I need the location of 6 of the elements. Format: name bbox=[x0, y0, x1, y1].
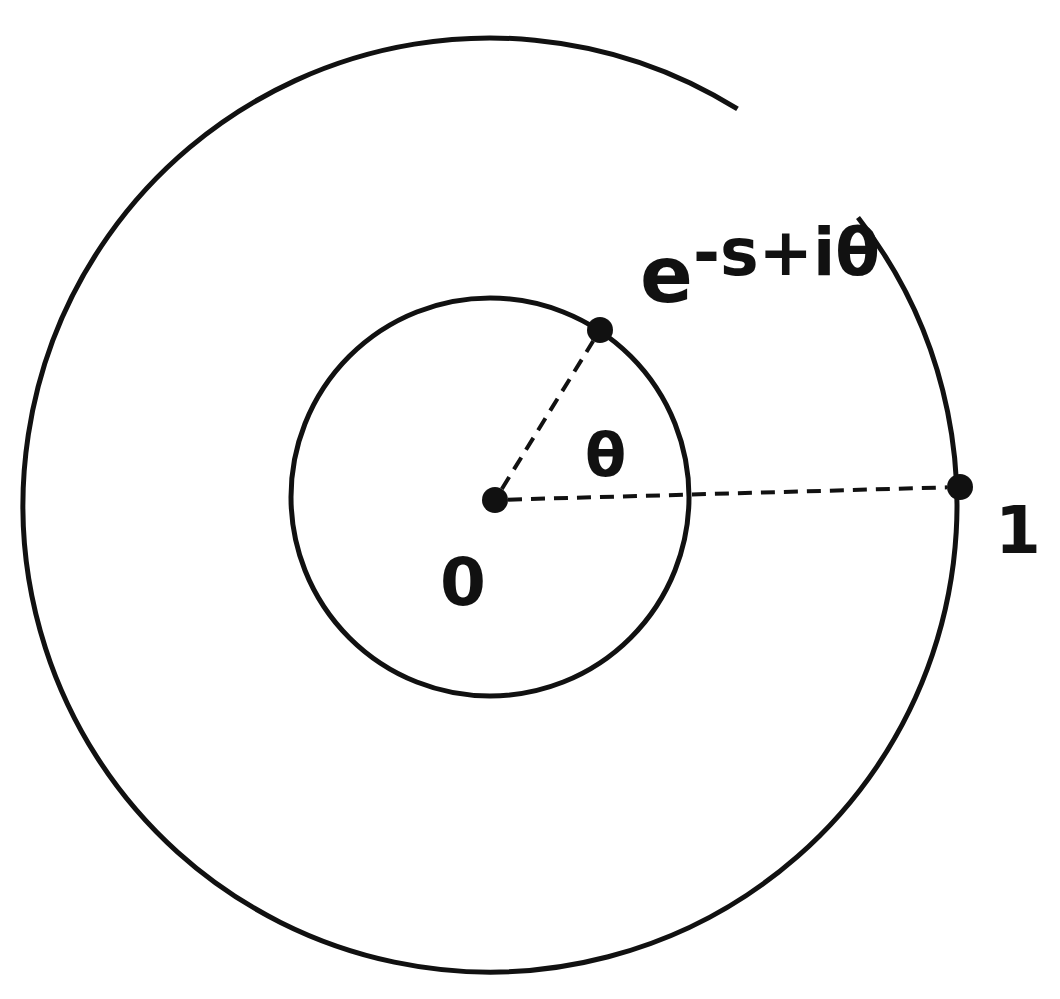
dashed-line bbox=[507, 485, 948, 502]
dashed-line bbox=[500, 340, 595, 490]
point-label: 1 bbox=[995, 498, 1041, 564]
point-label: 0 bbox=[440, 550, 486, 616]
point-label: e$^{-s+iθ}$ bbox=[640, 220, 880, 314]
angle-label: θ bbox=[585, 425, 627, 485]
